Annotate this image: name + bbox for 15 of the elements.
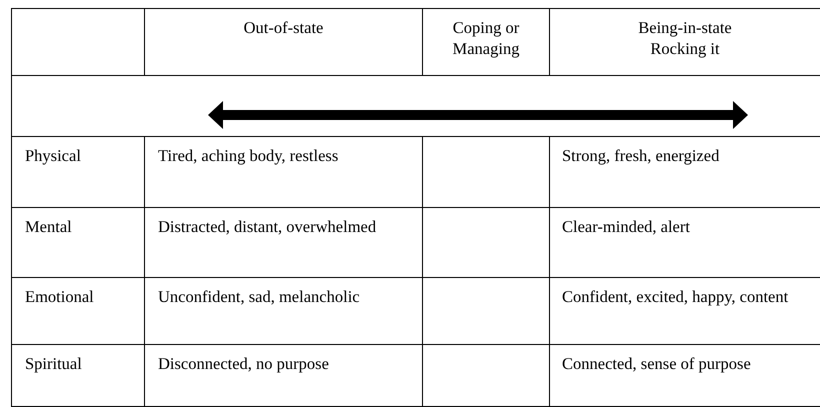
table-cell-text: Connected, sense of purpose <box>562 354 751 375</box>
table-cell-text: Confident, excited, happy, content <box>562 287 788 308</box>
table-cell-text: Strong, fresh, energized <box>562 146 720 167</box>
row-header: Physical <box>25 146 81 167</box>
table-cell-text: Tired, aching body, restless <box>158 146 338 167</box>
column-header: Being-in-state Rocking it <box>637 18 733 60</box>
table-cell-text: Unconfident, sad, melancholic <box>158 287 360 308</box>
table-cell-text: Disconnected, no purpose <box>158 354 329 375</box>
column-header: Coping or Managing <box>452 18 520 60</box>
table-cell-text: Distracted, distant, overwhelmed <box>158 217 376 238</box>
row-header: Spiritual <box>25 354 82 375</box>
column-header: Out-of-state <box>242 18 324 39</box>
row-header: Mental <box>25 217 72 238</box>
row-header: Emotional <box>25 287 94 308</box>
table-cell-text: Clear-minded, alert <box>562 217 690 238</box>
